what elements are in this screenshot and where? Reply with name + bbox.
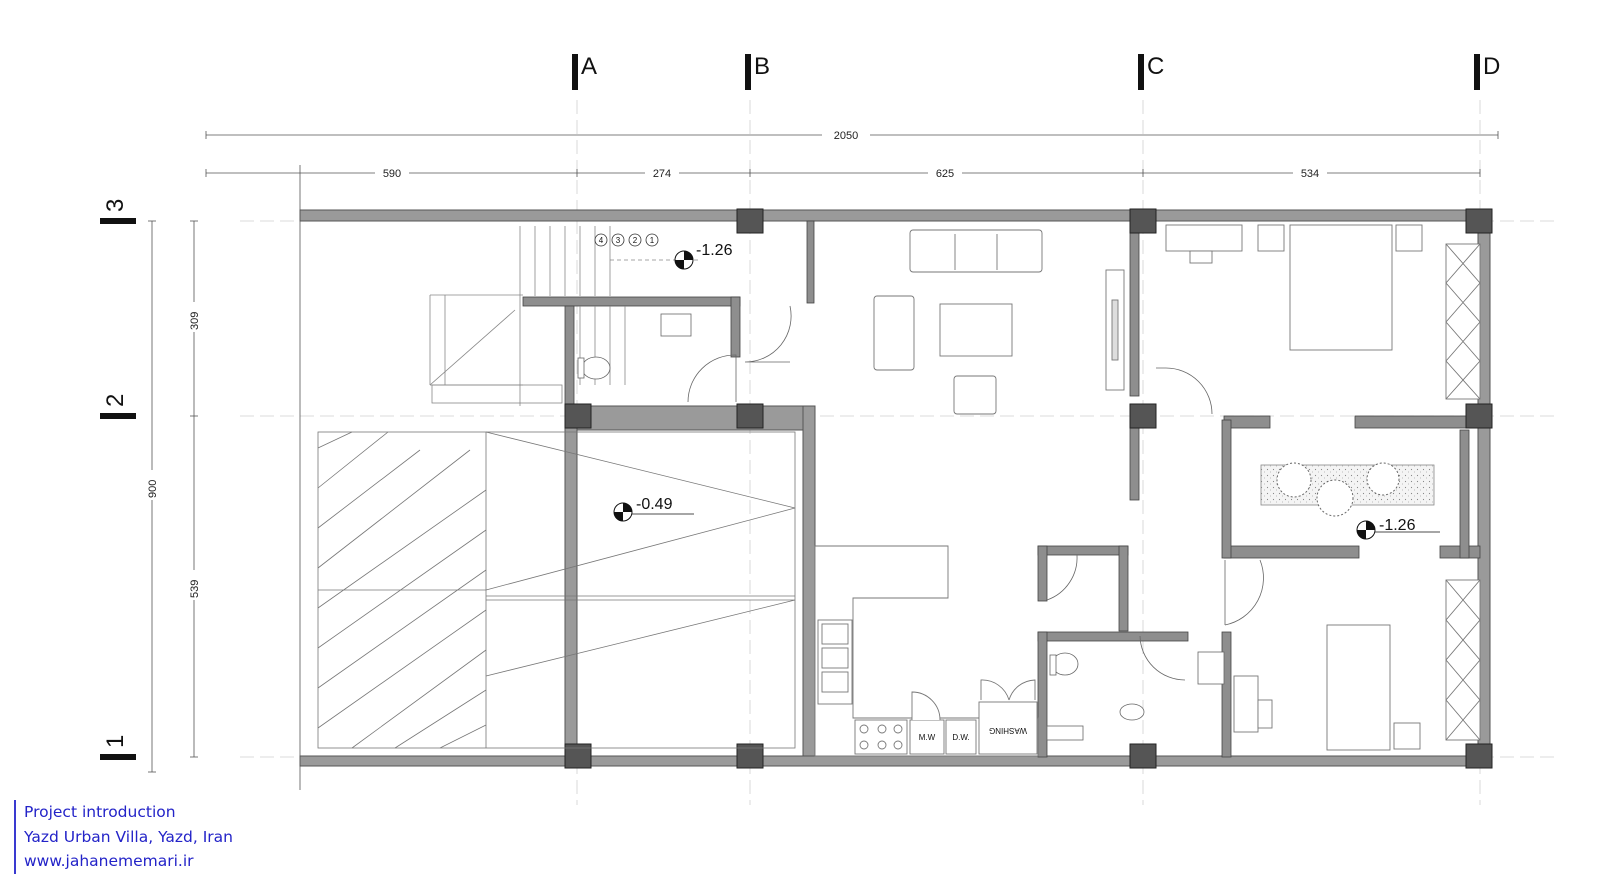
- axis-label-B: B: [754, 53, 770, 80]
- courtyard-planter: [1260, 462, 1435, 517]
- dishwasher-label: D.W.: [952, 733, 969, 742]
- step-number: 4: [599, 236, 604, 245]
- bathroom-fixtures: [1046, 651, 1225, 741]
- row-axis-3: 3: [100, 199, 136, 224]
- structural-columns: [564, 208, 1493, 769]
- step-number: 1: [650, 236, 655, 245]
- project-caption: Project introduction Yazd Urban Villa, Y…: [14, 800, 233, 874]
- axis-label-D: D: [1483, 53, 1500, 80]
- axis-label-2: 2: [102, 394, 129, 407]
- row-axis-2: 2: [100, 394, 136, 419]
- dim-overall-depth: 900: [147, 480, 159, 498]
- dim-span-3: 625: [936, 168, 954, 180]
- caption-project: Yazd Urban Villa, Yazd, Iran: [24, 827, 234, 846]
- axis-label-A: A: [581, 53, 597, 80]
- caption-title: Project introduction: [24, 803, 176, 821]
- column-axis-A: A: [572, 53, 597, 90]
- stair-wc-fixtures: [577, 313, 692, 380]
- caption-website: www.jahanememari.ir: [24, 852, 194, 870]
- step-number: 2: [633, 236, 638, 245]
- dim-span-1: 590: [383, 168, 401, 180]
- stair-step-numbers: 4 3 2 1: [594, 233, 659, 247]
- washing-label: WASHING: [989, 726, 1027, 735]
- column-axis-C: C: [1138, 53, 1164, 90]
- level-marker-courtyard: -1.26: [1356, 517, 1440, 540]
- level-marker-parking: -0.49: [613, 496, 694, 522]
- level-courtyard-value: -1.26: [1379, 517, 1416, 534]
- bedroom-1-furniture: [1165, 224, 1481, 400]
- axis-label-C: C: [1147, 53, 1164, 80]
- interior-walls: [522, 220, 1481, 758]
- dim-overall-width: 2050: [834, 130, 858, 142]
- dim-row-span-2: 539: [189, 580, 201, 598]
- bedroom-2-furniture: [1233, 579, 1481, 751]
- microwave-label: M.W: [919, 733, 936, 742]
- kitchen-counter: [814, 545, 1039, 757]
- step-number: 3: [616, 236, 621, 245]
- living-furniture: [873, 229, 1125, 415]
- axis-label-1: 1: [102, 735, 129, 748]
- dim-span-4: 534: [1301, 168, 1319, 180]
- dim-span-2: 274: [653, 168, 671, 180]
- parking-ramp: [317, 431, 796, 749]
- dim-row-span-1: 309: [189, 312, 201, 330]
- axis-label-3: 3: [102, 199, 129, 212]
- column-axis-D: D: [1474, 53, 1500, 90]
- column-axis-B: B: [745, 53, 770, 90]
- level-marker-stair: -1.26: [674, 242, 733, 270]
- level-parking-value: -0.49: [636, 496, 673, 513]
- door-swings: [687, 305, 1264, 681]
- level-stair-value: -1.26: [696, 242, 733, 259]
- row-axis-1: 1: [100, 735, 136, 760]
